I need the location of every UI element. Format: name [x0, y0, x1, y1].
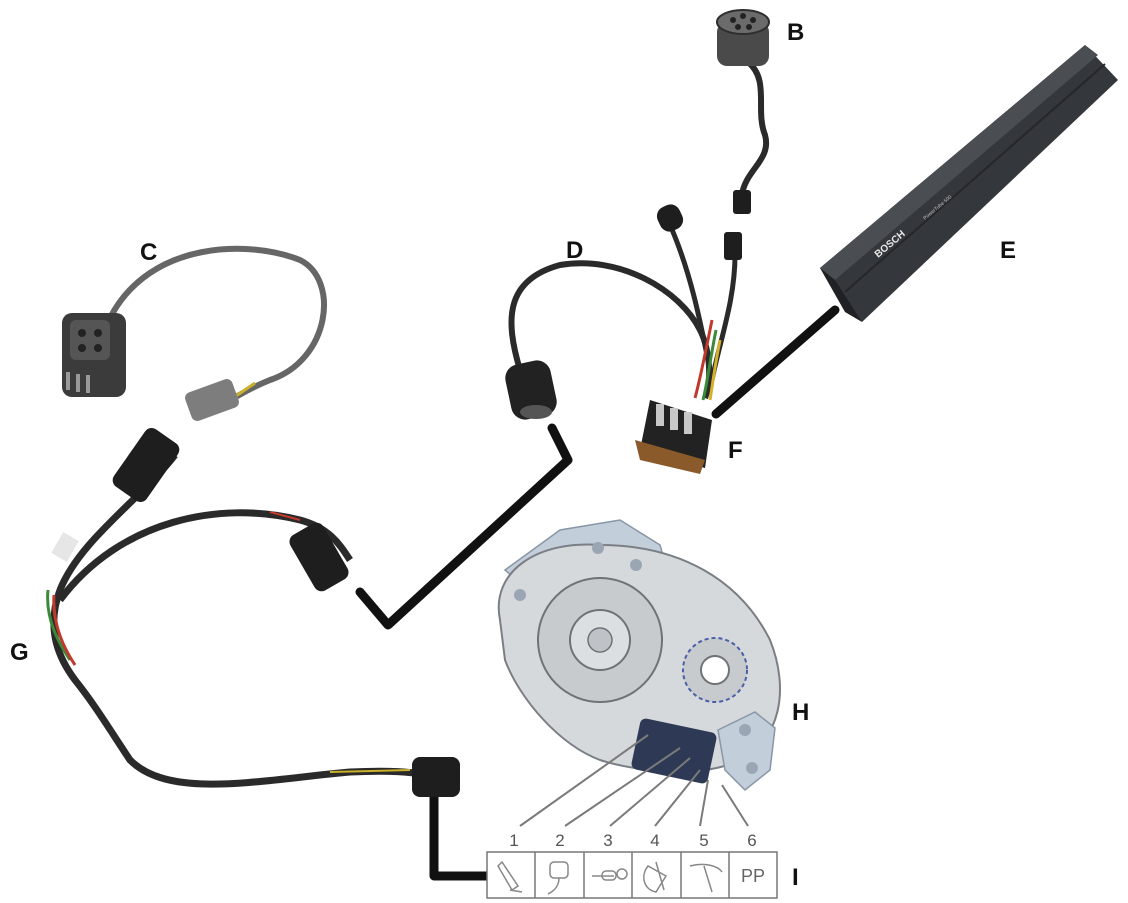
- plug-d-side: [724, 232, 742, 260]
- speed-sensor-icon: [497, 860, 523, 893]
- pin-number-6: 6: [747, 831, 756, 850]
- battery-mount-f: [635, 400, 712, 474]
- connector-strip-i: PP 1 2 3 4 5 6: [486, 831, 778, 899]
- cable-tag-g: [51, 532, 79, 562]
- plug-d-top: [656, 204, 684, 232]
- motor-bracket-bottom: [717, 711, 776, 792]
- harness-d: [505, 204, 742, 420]
- label-c: C: [140, 239, 157, 266]
- cable-g-main: [50, 452, 431, 788]
- plug-b-lower: [733, 190, 751, 214]
- plug-c-grey: [185, 379, 239, 421]
- link-g-to-i: [429, 790, 495, 881]
- pin-leader-lines: [519, 734, 749, 827]
- cable-c: [107, 245, 327, 403]
- battery-e: BOSCH PowerTube 500: [820, 45, 1118, 322]
- label-d: D: [566, 237, 583, 264]
- headlight-icon: [643, 861, 668, 893]
- label-e: E: [1000, 237, 1016, 264]
- pin-number-5: 5: [699, 831, 708, 850]
- rear-light-icon: [547, 861, 569, 895]
- plug-g-lower: [412, 757, 460, 797]
- label-f: F: [728, 437, 743, 464]
- harness-g: [46, 427, 460, 797]
- drive-unit-h: [497, 519, 781, 792]
- battery-top-face: [820, 45, 1098, 280]
- pin-number-2: 2: [555, 831, 564, 850]
- charge-socket-c: [62, 245, 327, 421]
- pp-slot: PP: [741, 866, 765, 886]
- label-g: G: [10, 639, 29, 666]
- front-light-icon: [592, 868, 628, 881]
- connection-links: [355, 305, 840, 881]
- label-h: H: [792, 699, 809, 726]
- display-icon: [689, 863, 723, 893]
- plug-g-middle: [289, 522, 349, 592]
- plug-g-upper: [112, 427, 180, 503]
- socket-face-b: [716, 9, 770, 35]
- pin-number-4: 4: [650, 831, 659, 850]
- cable-b: [739, 59, 770, 196]
- connector-d-round: [505, 360, 557, 420]
- pin-number-1: 1: [509, 831, 518, 850]
- label-i: I: [792, 864, 799, 891]
- label-b: B: [787, 19, 804, 46]
- link-f-to-e: [711, 305, 840, 419]
- pin-number-3: 3: [603, 831, 612, 850]
- battery-end-cap: [820, 268, 862, 322]
- link-g-to-d: [355, 423, 573, 630]
- charge-socket-b: [716, 9, 770, 214]
